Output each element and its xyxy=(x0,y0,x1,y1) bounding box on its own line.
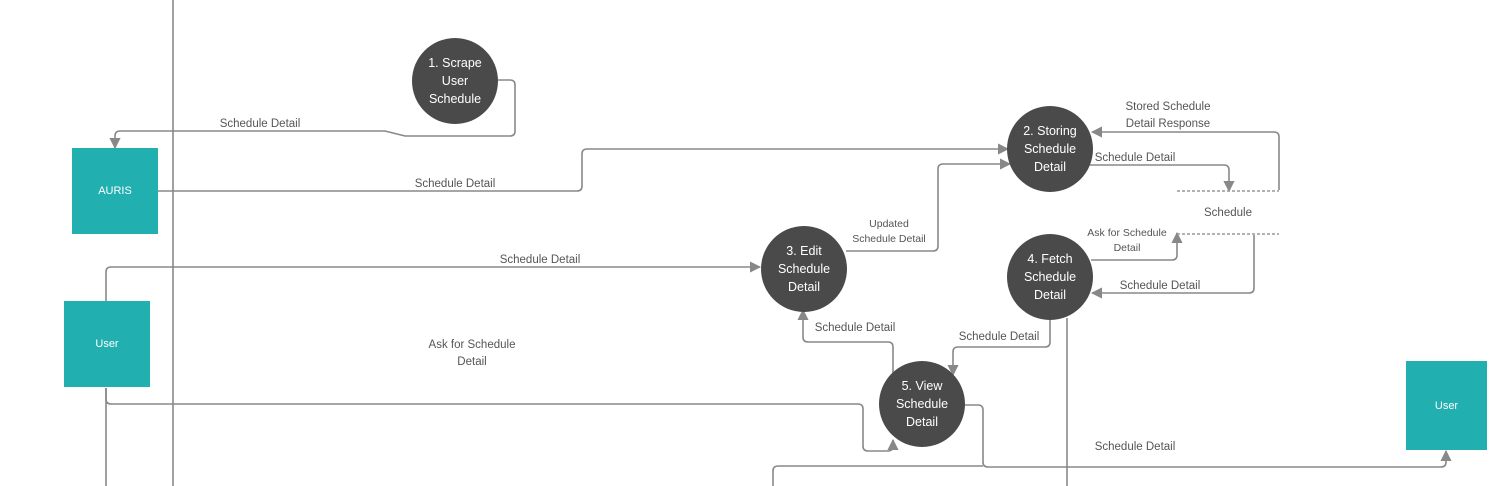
process-5-label: 5. View Schedule Detail xyxy=(895,379,949,429)
process-1-scrape: 1. Scrape User Schedule xyxy=(412,38,498,124)
flow-scrape-to-auris xyxy=(109,79,516,150)
flow-fetch-ask-store xyxy=(1091,231,1183,261)
flow-storing-to-store xyxy=(1090,164,1235,193)
process-2-label: 2. Storing Schedule Detail xyxy=(1023,124,1077,174)
entity-auris-label: AURIS xyxy=(98,185,132,197)
entity-auris: AURIS xyxy=(72,148,158,234)
flow-label-edit-to-storing: Updated Schedule Detail xyxy=(852,218,926,245)
flow-label-scrape-to-auris: Schedule Detail xyxy=(219,118,301,130)
flow-store-to-fetch xyxy=(1090,235,1255,299)
entity-user-right-label: User xyxy=(1434,399,1459,412)
process-3-edit: 3. Edit Schedule Detail xyxy=(761,226,847,312)
flow-fetch-to-view xyxy=(947,320,1051,377)
entity-user-left: User xyxy=(64,301,150,387)
flow-label-auris-to-storing: Schedule Detail xyxy=(414,178,496,190)
flow-label-fetch-to-view: Schedule Detail xyxy=(958,331,1040,343)
process-3-label: 3. Edit Schedule Detail xyxy=(777,244,831,294)
flow-edit-to-storing xyxy=(846,158,1012,252)
data-store-label: Schedule xyxy=(1204,207,1252,219)
flow-label-user-to-edit: Schedule Detail xyxy=(499,254,581,266)
flow-label-view-to-user: Schedule Detail xyxy=(1094,441,1176,453)
process-5-view: 5. View Schedule Detail xyxy=(879,361,965,447)
entity-user-right: User xyxy=(1406,361,1487,450)
flow-label-store-response: Stored Schedule Detail Response xyxy=(1125,101,1211,130)
flow-label-storing-to-store: Schedule Detail xyxy=(1094,152,1176,164)
entity-user-left-label: User xyxy=(95,338,119,350)
process-4-fetch: 4. Fetch Schedule Detail xyxy=(1007,234,1093,320)
process-1-label: 1. Scrape User Schedule xyxy=(428,56,482,106)
flow-label-user-ask-view: Ask for Schedule Detail xyxy=(428,339,516,368)
flow-store-response xyxy=(1090,126,1280,190)
flow-user-ask-view xyxy=(105,388,899,452)
flow-label-fetch-ask-store: Ask for Schedule Detail xyxy=(1087,227,1167,254)
process-2-storing: 2. Storing Schedule Detail xyxy=(1007,106,1093,192)
flow-view-to-user xyxy=(965,404,1452,468)
process-4-label: 4. Fetch Schedule Detail xyxy=(1023,252,1077,302)
bottom-connector xyxy=(772,465,983,486)
flow-user-to-edit xyxy=(105,261,762,301)
flow-auris-to-storing xyxy=(158,143,1010,192)
flow-label-store-to-fetch: Schedule Detail xyxy=(1119,280,1201,292)
flow-view-to-edit xyxy=(797,308,894,373)
flow-label-view-to-edit: Schedule Detail xyxy=(814,322,896,334)
